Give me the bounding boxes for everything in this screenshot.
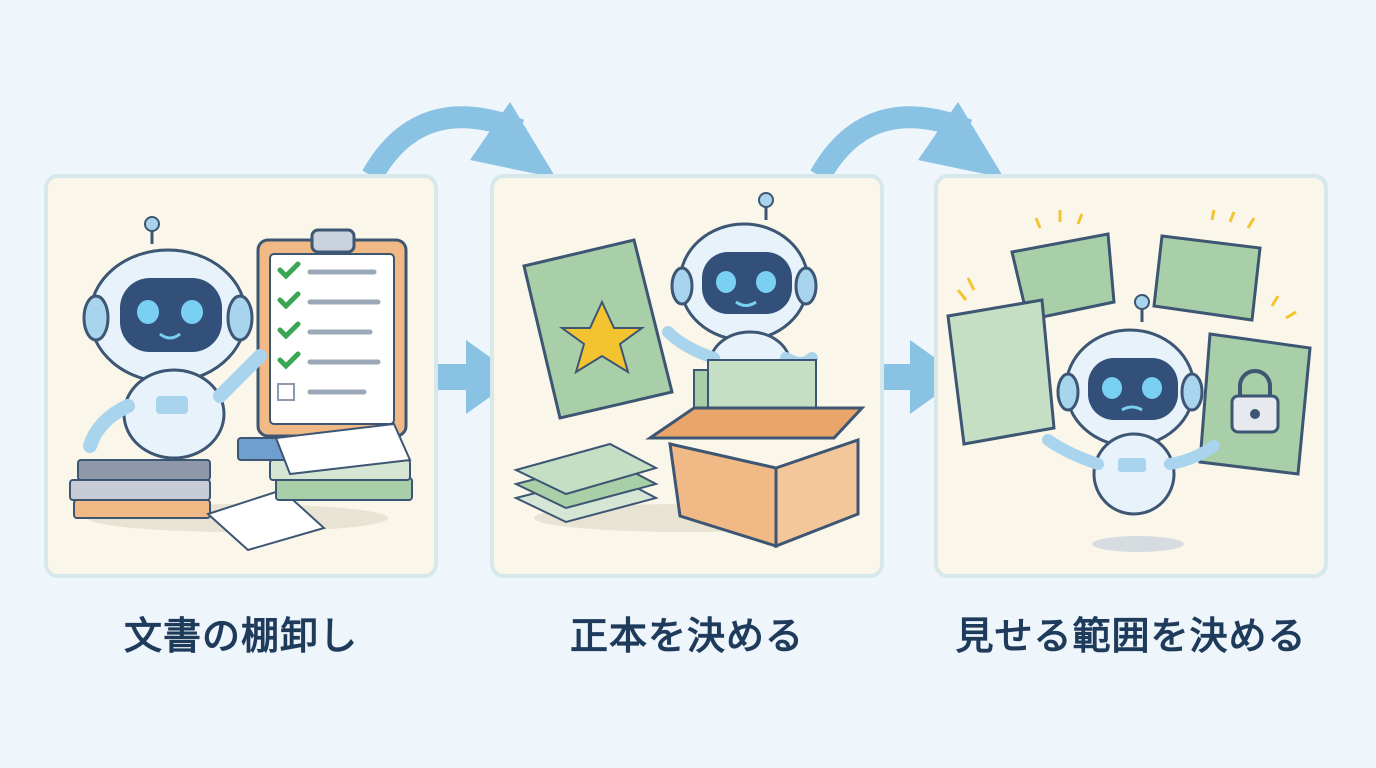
step-1-illustration — [69, 216, 413, 552]
open-folder-icon — [1010, 210, 1116, 322]
folder-stack-icon — [513, 442, 659, 524]
locked-folder-icon — [1198, 295, 1312, 476]
step-1-caption: 文書の棚卸し — [123, 614, 358, 658]
step-2-panel — [490, 174, 884, 578]
step-2-caption: 正本を決める — [569, 614, 804, 658]
curved-arrow-2 — [810, 106, 973, 182]
curved-arrow-1 — [362, 106, 525, 182]
clipboard-icon — [256, 228, 408, 438]
documents-icon — [206, 422, 413, 552]
folder-icon-left — [946, 277, 1056, 446]
star-icon — [558, 299, 646, 375]
box-icon — [645, 359, 866, 549]
step-3-caption: 見せる範囲を決める — [955, 614, 1307, 658]
book-stack-icon — [69, 459, 211, 519]
robot-icon — [82, 216, 267, 460]
step-3-panel — [934, 174, 1328, 578]
robot-icon — [1042, 294, 1220, 516]
folder-icon — [1152, 209, 1262, 322]
step-1-panel — [44, 174, 438, 578]
step-2-illustration — [513, 192, 866, 549]
curved-arrow-2-head — [918, 102, 1004, 178]
lock-icon — [1238, 369, 1272, 396]
step-3-illustration — [946, 209, 1312, 552]
curved-arrow-1-head — [470, 102, 556, 178]
starred-folder-icon — [522, 238, 674, 420]
